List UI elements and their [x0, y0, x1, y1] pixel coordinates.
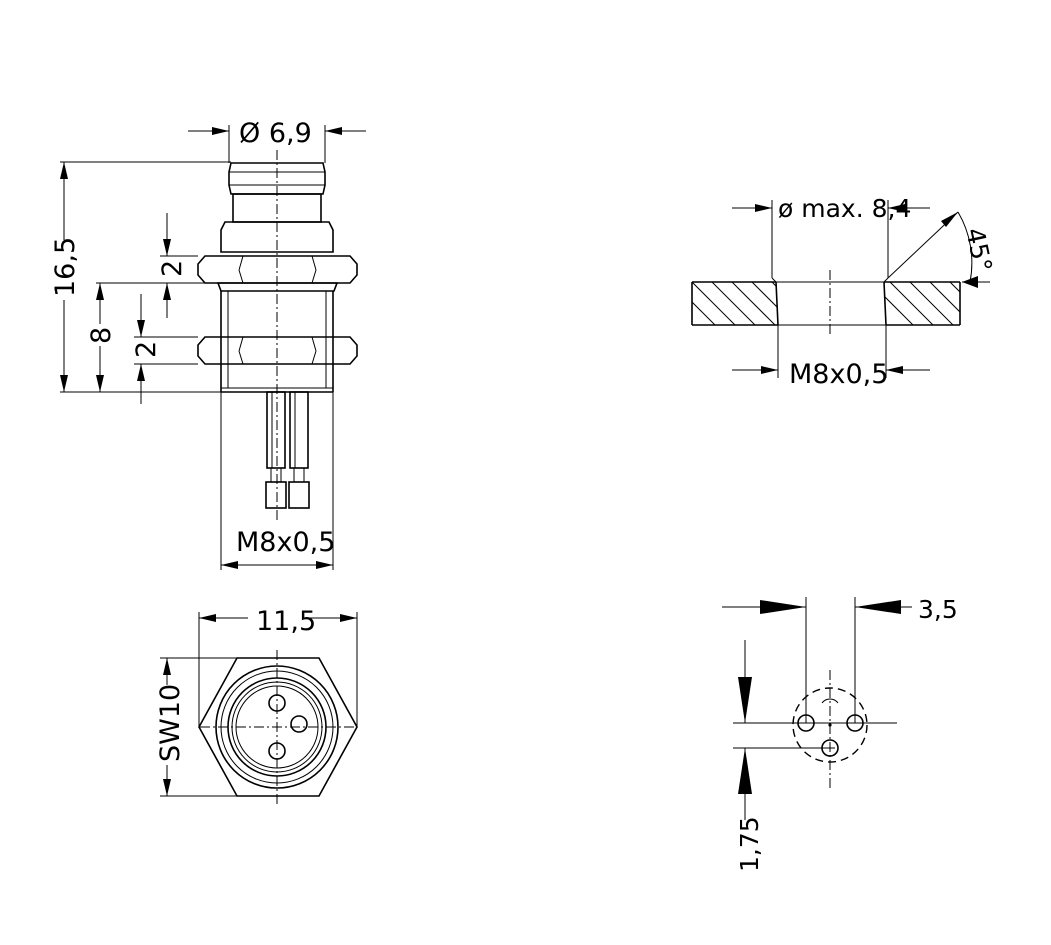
dimension-nut-height-lower: 2 — [131, 341, 162, 358]
dimension-top-diameter: Ø 6,9 — [239, 118, 312, 149]
panel-cutout-view — [691, 270, 961, 335]
front-view-dimensions: 11,5 SW10 — [150, 603, 358, 797]
dimension-cutout-thread: M8x0,5 — [789, 359, 888, 390]
cutout-dimensions: ø max. 8,4 45° M8x0,5 — [732, 194, 998, 390]
thread-dimension-side: M8x0,5 — [220, 392, 335, 570]
dimension-chamfer-angle: 45° — [960, 225, 998, 274]
dimension-nut-height-upper: 2 — [157, 260, 188, 277]
front-view — [198, 650, 358, 805]
dimension-cutout-diameter: ø max. 8,4 — [778, 194, 911, 223]
dimension-thread-side: M8x0,5 — [236, 527, 335, 558]
dimension-pin-offset: 1,75 — [735, 816, 764, 872]
dimension-overall-length: 16,5 — [50, 237, 81, 297]
dimension-across-flats: SW10 — [155, 684, 186, 762]
length-dimensions: 16,5 8 2 2 — [48, 161, 231, 404]
side-view — [197, 150, 358, 520]
dimension-pin-spacing: 3,5 — [918, 595, 958, 624]
dimension-across-corners: 11,5 — [256, 606, 316, 637]
pin-layout-view — [733, 670, 897, 790]
diameter-dimension: Ø 6,9 — [188, 118, 366, 163]
dimension-thread-length: 8 — [86, 327, 117, 344]
pin-layout-dimensions: 3,5 1,75 — [722, 595, 958, 872]
